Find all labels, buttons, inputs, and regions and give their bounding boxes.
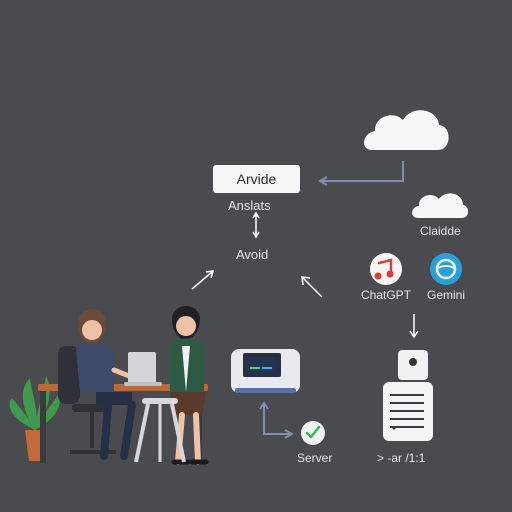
top-box-label: Arvide <box>236 171 277 187</box>
person-seated <box>76 309 162 460</box>
connector-cloud-to-box <box>317 161 404 186</box>
app-right-label: Gemini <box>427 288 466 302</box>
server-code-label: > -ar /1:1 <box>377 451 426 465</box>
cloud-small-icon <box>412 193 469 218</box>
label-under-box: Anslats <box>228 198 271 213</box>
app-left-label: ChatGPT <box>361 288 412 302</box>
server-label: Server <box>297 451 333 465</box>
chair <box>58 346 116 454</box>
server-tower <box>383 350 433 441</box>
server-badge-icon <box>301 421 325 445</box>
center-label: Avoid <box>236 247 269 262</box>
arrows-around-center <box>191 270 323 298</box>
stool <box>134 398 186 463</box>
device-box <box>231 349 300 393</box>
cloud-small-label: Claidde <box>420 224 461 238</box>
cloud-large-icon <box>364 110 449 150</box>
gemini-app-icon <box>430 253 462 285</box>
down-arrow <box>409 314 419 339</box>
double-arrow <box>252 211 260 239</box>
connector-device-to-server <box>259 401 295 439</box>
chatgpt-app-icon <box>370 253 402 285</box>
top-box: Arvide <box>213 165 300 193</box>
